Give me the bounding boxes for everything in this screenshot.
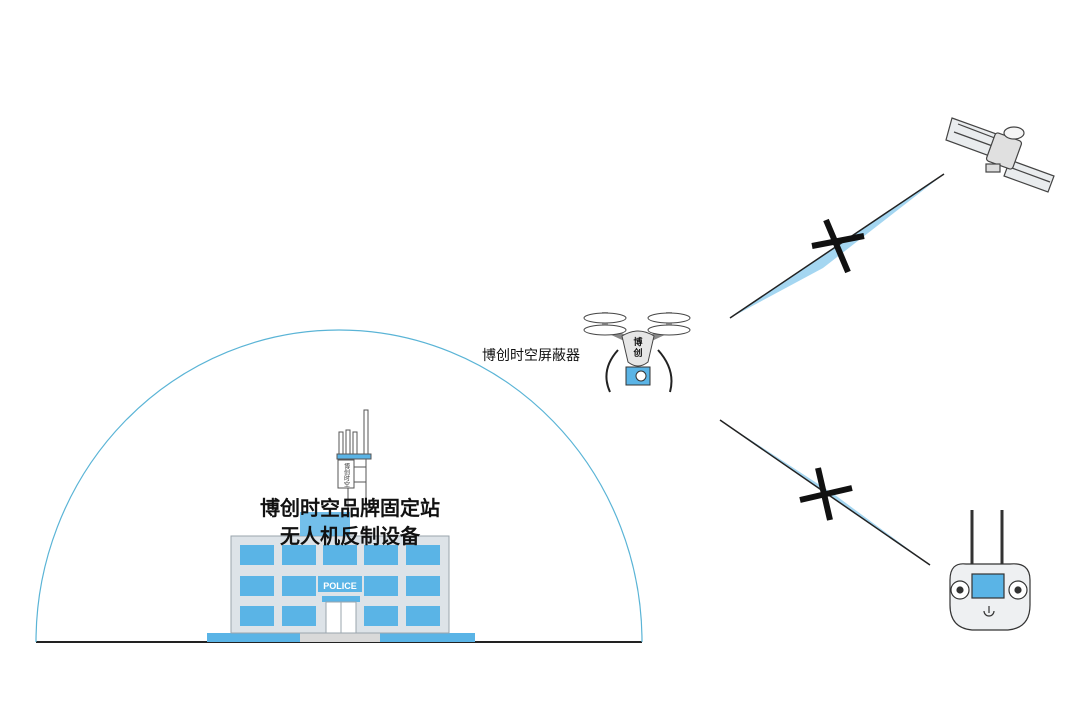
drone-body-text-2: 创 xyxy=(632,347,642,359)
building-sign: POLICE xyxy=(323,581,357,591)
police-building-icon: POLICE xyxy=(207,512,475,642)
blocked-x-icon-2 xyxy=(799,467,853,521)
station-title-line1: 博创时空品牌固定站 xyxy=(260,496,440,520)
antenna-box-text: 博创时空 xyxy=(343,462,350,487)
station-title: 博创时空品牌固定站 无人机反制设备 xyxy=(220,494,480,550)
drone-label: 博创时空屏蔽器 xyxy=(482,348,580,364)
blocked-x-icon xyxy=(811,218,865,274)
antenna-mast-icon xyxy=(336,409,372,512)
remote-controller-icon xyxy=(949,510,1031,631)
drone-body-text: 博 xyxy=(633,336,642,348)
station-title-line2: 无人机反制设备 xyxy=(280,524,420,548)
protection-dome xyxy=(35,329,643,643)
satellite-icon xyxy=(945,117,1055,193)
drone-icon xyxy=(583,312,691,393)
power-icon xyxy=(983,606,995,617)
